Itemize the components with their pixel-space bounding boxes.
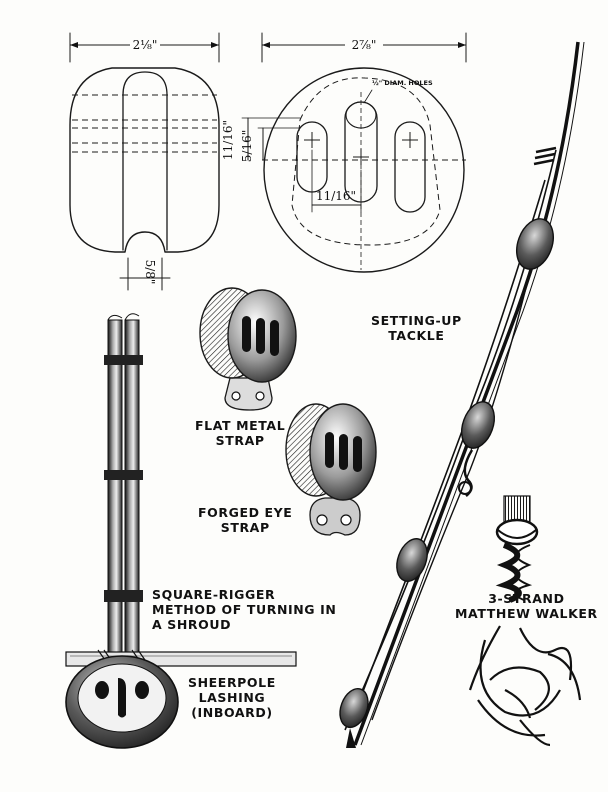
setting-up-tackle-drawing xyxy=(339,41,585,748)
matthew-walker-label: 3-STRAND MATTHEW WALKER xyxy=(455,591,598,621)
disc-diameter-dimension: 2⅞" xyxy=(352,38,377,52)
forged-eye-strap-block xyxy=(285,403,377,536)
setting-up-tackle-label: SETTING-UP TACKLE xyxy=(371,313,462,343)
holes-note: ½" DIAM. HOLES xyxy=(372,79,433,87)
forged-eye-strap-label: FORGED EYE STRAP xyxy=(198,505,293,535)
strap-width-dimension: 2⅛" xyxy=(133,38,158,52)
flat-metal-strap-label: FLAT METAL STRAP xyxy=(195,418,286,448)
sheerpole-lashing-label: SHEERPOLE LASHING (INBOARD) xyxy=(188,675,276,720)
strap-plan-drawing: 2⅛" 5/8" xyxy=(69,32,220,291)
flat-metal-strap-block xyxy=(199,287,297,411)
matthew-walker-knot-drawing xyxy=(495,495,539,603)
unlaid-knot-drawing xyxy=(468,625,582,747)
disc-plan-drawing: 2⅞" 11/16" 5/16" 11/16" ½" DIAM. HOLES xyxy=(221,32,467,273)
hole-spacing-dimension: 11/16" xyxy=(316,189,356,203)
vertical-inner-dimension: 5/16" xyxy=(240,130,254,162)
slot-width-dimension: 5/8" xyxy=(143,260,157,285)
shroud-drawing xyxy=(65,313,297,749)
square-rigger-method-label: SQUARE-RIGGER METHOD OF TURNING IN A SHR… xyxy=(152,587,337,632)
vertical-outer-dimension: 11/16" xyxy=(221,120,235,160)
